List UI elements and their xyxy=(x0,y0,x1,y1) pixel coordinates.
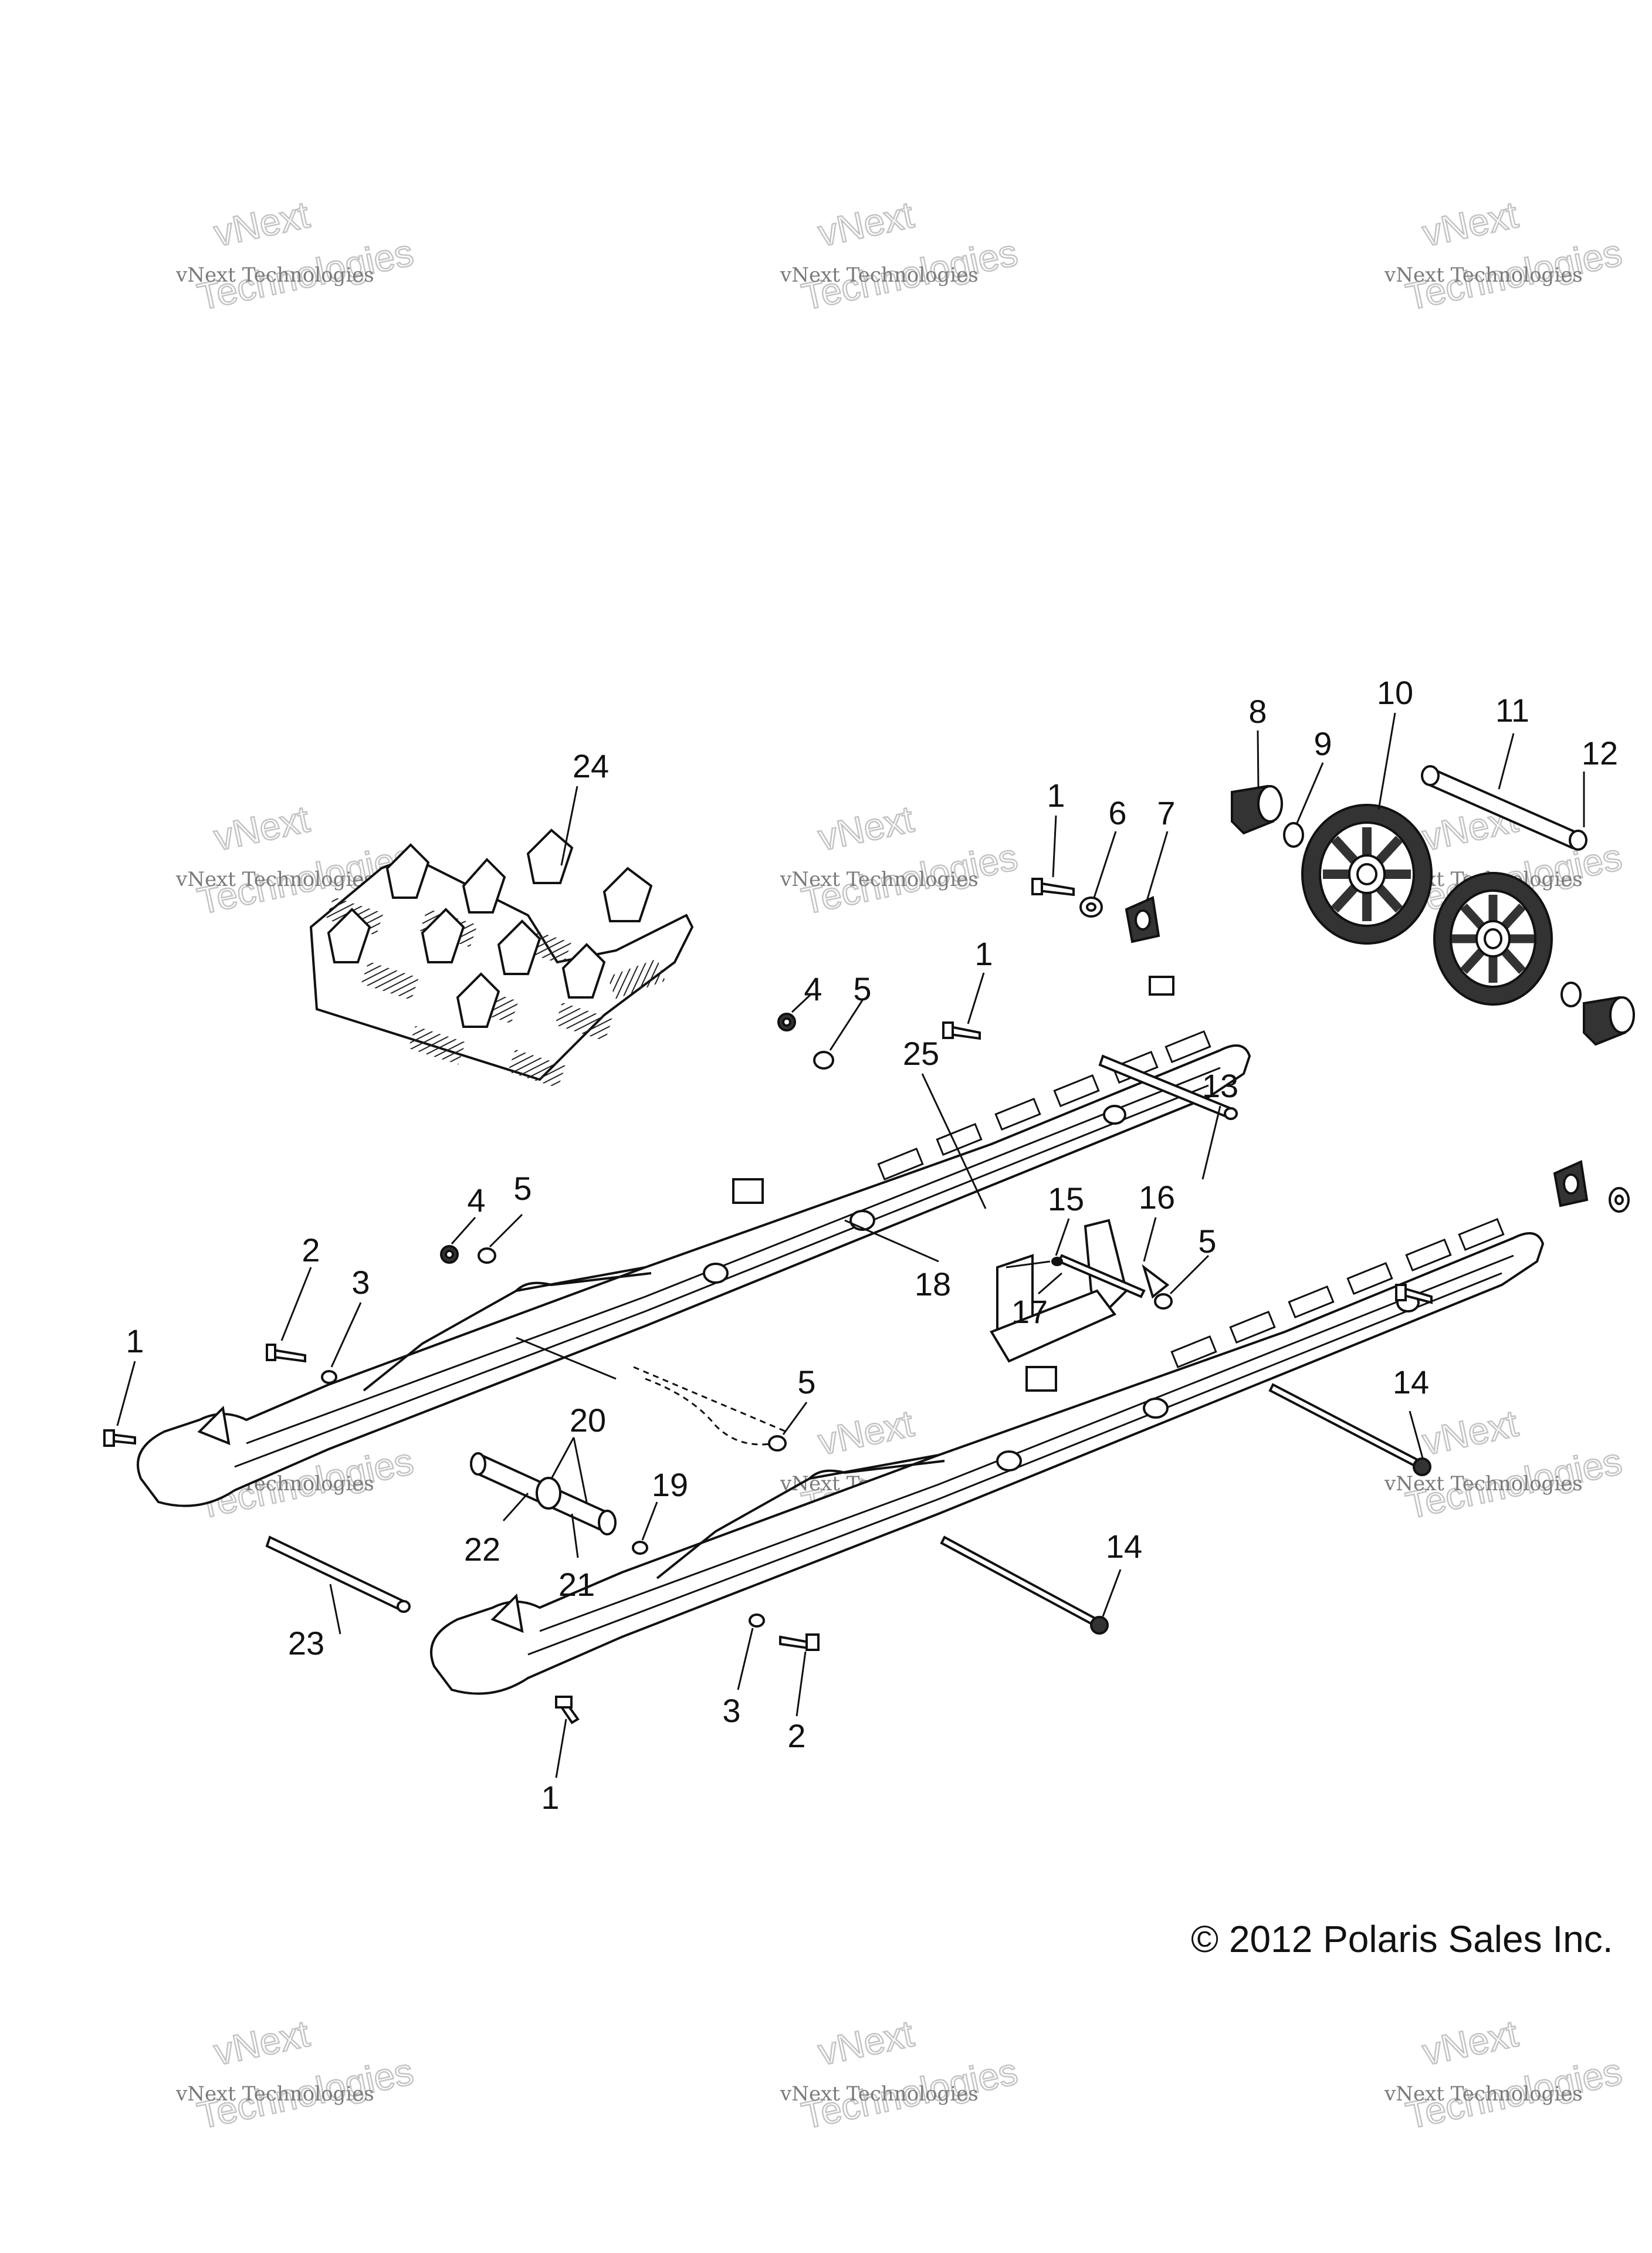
callout-3: 3 xyxy=(351,1264,370,1301)
svg-text:vNext: vNext xyxy=(1419,193,1521,254)
callout-1: 1 xyxy=(126,1322,144,1359)
idler-wheel xyxy=(1301,804,1433,945)
svg-text:vNext: vNext xyxy=(1419,2012,1521,2073)
watermark-text: vNext Technologies xyxy=(1384,2082,1583,2106)
callout-10: 10 xyxy=(1377,674,1413,711)
watermark: vNext Technologies xyxy=(1402,2011,1626,2137)
watermark-text: vNext Technologies xyxy=(780,2082,979,2106)
watermark-text: vNext Technologies xyxy=(175,2082,374,2106)
callout-1: 1 xyxy=(541,1779,559,1816)
callout-17: 17 xyxy=(1011,1293,1048,1330)
hardware xyxy=(103,765,1635,1724)
idler-wheel xyxy=(1433,872,1553,1006)
callout-5: 5 xyxy=(513,1170,532,1207)
callout-2: 2 xyxy=(302,1232,320,1268)
svg-text:vNext: vNext xyxy=(210,797,313,858)
callout-8: 8 xyxy=(1248,693,1267,730)
watermark: vNext Technologies xyxy=(797,797,1022,923)
callout-18: 18 xyxy=(915,1266,951,1303)
callout-20: 20 xyxy=(570,1402,606,1439)
callout-1: 1 xyxy=(974,935,993,972)
watermark-text: vNext Technologies xyxy=(780,868,979,891)
callout-1: 1 xyxy=(1047,777,1065,814)
svg-text:vNext: vNext xyxy=(814,1402,917,1463)
callout-6: 6 xyxy=(1108,794,1126,831)
watermark: vNext Technologies xyxy=(193,192,418,319)
idler-wheels xyxy=(1301,804,1553,1006)
watermark: vNext Technologies xyxy=(193,2011,418,2137)
svg-text:vNext: vNext xyxy=(814,193,917,254)
watermark-text: vNext Technologies xyxy=(175,263,374,287)
callout-4: 4 xyxy=(804,970,822,1007)
callout-12: 12 xyxy=(1582,735,1618,772)
callout-5: 5 xyxy=(1198,1223,1216,1260)
svg-text:vNext: vNext xyxy=(814,2012,917,2073)
callout-13: 13 xyxy=(1202,1067,1238,1104)
callout-5: 5 xyxy=(797,1364,815,1400)
watermark: vNext Technologies xyxy=(797,2011,1022,2137)
watermark: vNext Technologies xyxy=(1402,1401,1626,1527)
watermark-text: vNext Technologies xyxy=(780,263,979,287)
callout-16: 16 xyxy=(1139,1179,1175,1216)
callout-11: 11 xyxy=(1495,692,1529,729)
watermark: vNext Technologies xyxy=(1402,192,1626,319)
callout-2: 2 xyxy=(787,1717,805,1754)
callout-23: 23 xyxy=(288,1625,324,1662)
watermark-text: vNext Technologies xyxy=(1384,1472,1583,1496)
svg-text:vNext: vNext xyxy=(210,2012,313,2073)
watermark: vNext Technologies xyxy=(797,192,1022,319)
rail-left xyxy=(137,976,1251,1507)
callout-9: 9 xyxy=(1314,725,1332,762)
leader-lines xyxy=(116,712,1585,1778)
callout-labels: 24 1 6 7 8 9 10 11 12 1 4 5 25 13 15 16 … xyxy=(126,674,1618,1816)
callout-19: 19 xyxy=(652,1466,688,1503)
copyright-notice: © 2012 Polaris Sales Inc. xyxy=(1191,1918,1613,1960)
callout-5: 5 xyxy=(853,970,871,1007)
watermark-text: vNext Technologies xyxy=(175,868,374,891)
callout-15: 15 xyxy=(1048,1180,1084,1217)
callout-4: 4 xyxy=(467,1182,485,1219)
callout-22: 22 xyxy=(464,1531,500,1568)
svg-text:vNext: vNext xyxy=(210,193,313,254)
callout-14: 14 xyxy=(1393,1364,1429,1400)
callout-25: 25 xyxy=(903,1035,939,1072)
callout-21: 21 xyxy=(558,1566,595,1603)
callout-3: 3 xyxy=(722,1692,740,1729)
watermark-text: vNext Technologies xyxy=(1384,263,1583,287)
callout-14: 14 xyxy=(1106,1528,1142,1565)
track-clip-assembly xyxy=(309,828,694,1088)
callout-7: 7 xyxy=(1157,794,1175,831)
svg-text:vNext: vNext xyxy=(1419,1402,1521,1463)
svg-text:vNext: vNext xyxy=(814,797,917,858)
rail-right xyxy=(430,1217,1545,1695)
callout-24: 24 xyxy=(573,747,609,784)
